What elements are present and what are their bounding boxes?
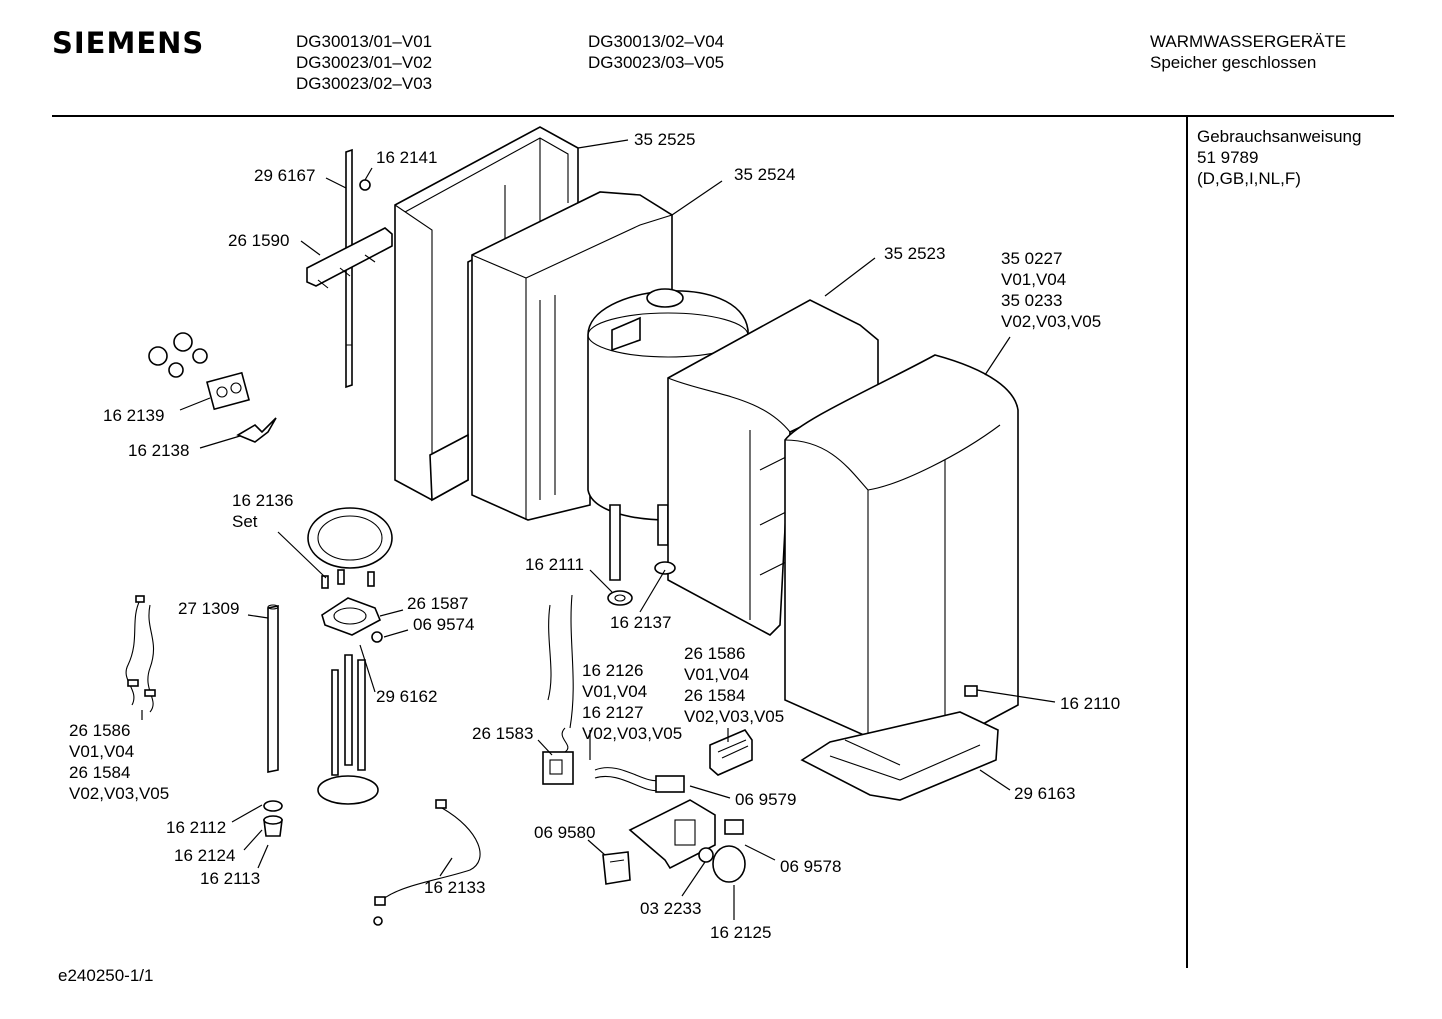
thermostat-drawing — [542, 594, 574, 785]
cable-harness-drawing — [125, 595, 156, 713]
part-label: 16 2141 — [376, 148, 437, 167]
part-label: 16 2136 — [232, 491, 293, 510]
part-label: 26 1590 — [228, 231, 289, 250]
part-label: V02,V03,V05 — [1001, 312, 1101, 331]
wall-bracket-drawing — [394, 126, 579, 502]
part-label: Set — [232, 512, 258, 531]
model-number: DG30013/01–V01 — [296, 32, 433, 51]
part-label: 16 2133 — [424, 878, 485, 897]
part-label: 16 2137 — [610, 613, 671, 632]
sensor-cable-drawing — [373, 799, 481, 926]
part-label: 16 2111 — [525, 555, 584, 574]
bottom-cover-drawing — [800, 711, 999, 801]
anode-rod-drawing — [263, 604, 283, 837]
part-label: 29 6163 — [1014, 784, 1075, 803]
part-label: 16 2110 — [1060, 694, 1120, 713]
part-label: 16 2124 — [174, 846, 235, 865]
part-label: 16 2126 — [582, 661, 643, 680]
model-list-1: DG30013/01–V01 DG30023/01–V02 DG30023/02… — [296, 31, 432, 94]
brand-logo: SIEMENS — [52, 26, 205, 60]
part-label: 27 1309 — [178, 599, 239, 618]
part-label: 35 2525 — [634, 130, 695, 149]
fittings-drawing — [148, 332, 277, 443]
model-number: DG30013/02–V04 — [588, 32, 725, 51]
document-code: e240250-1/1 — [58, 966, 154, 985]
sidebar-divider — [1186, 117, 1188, 968]
part-label: 16 2113 — [200, 869, 260, 888]
hanging-rail-drawing — [306, 148, 393, 389]
part-label: 35 0227 — [1001, 249, 1062, 268]
leader-lines — [141, 139, 1056, 920]
part-label: 06 9580 — [534, 823, 595, 842]
part-label: 26 1586 — [69, 721, 130, 740]
category-subtitle: Speicher geschlossen — [1150, 53, 1317, 72]
part-label: V01,V04 — [582, 682, 647, 701]
model-number: DG30023/02–V03 — [296, 74, 433, 93]
part-label: 16 2139 — [103, 406, 164, 425]
manual-languages: (D,GB,I,NL,F) — [1197, 169, 1301, 188]
part-label: V02,V03,V05 — [69, 784, 169, 803]
part-label: 26 1587 — [407, 594, 468, 613]
product-category: WARMWASSERGERÄTE Speicher geschlossen — [1150, 31, 1346, 73]
part-label: 29 6162 — [376, 687, 437, 706]
header-divider — [52, 115, 1394, 117]
part-label: 06 9574 — [413, 615, 474, 634]
part-label: 06 9579 — [735, 790, 796, 809]
part-label: V01,V04 — [69, 742, 134, 761]
part-label: 35 2524 — [734, 165, 795, 184]
part-label: 26 1586 — [684, 644, 745, 663]
part-label: 26 1583 — [472, 724, 533, 743]
manual-reference: Gebrauchsanweisung 51 9789 (D,GB,I,NL,F) — [1197, 126, 1361, 189]
part-label: 26 1584 — [69, 763, 130, 782]
manual-number: 51 9789 — [1197, 148, 1259, 167]
model-list-2: DG30013/02–V04 DG30023/03–V05 — [588, 31, 724, 73]
part-label: 26 1584 — [684, 686, 745, 705]
part-label: V02,V03,V05 — [582, 724, 682, 743]
part-label: V01,V04 — [1001, 270, 1066, 289]
model-number: DG30023/01–V02 — [296, 53, 433, 72]
part-label: 06 9578 — [780, 857, 841, 876]
outer-hood-drawing — [784, 354, 1019, 761]
category-title: WARMWASSERGERÄTE — [1150, 32, 1347, 51]
gaskets-drawing — [607, 561, 676, 606]
part-label: 16 2125 — [710, 923, 771, 942]
part-label: 35 0233 — [1001, 291, 1062, 310]
part-label: V02,V03,V05 — [684, 707, 784, 726]
manual-title: Gebrauchsanweisung — [1197, 127, 1362, 146]
part-label: 29 6167 — [254, 166, 315, 185]
part-label: 16 2127 — [582, 703, 643, 722]
heating-flange-drawing — [307, 507, 393, 805]
part-label: 16 2138 — [128, 441, 189, 460]
part-label: V01,V04 — [684, 665, 749, 684]
part-label: 16 2112 — [166, 818, 226, 837]
controls-drawing — [594, 729, 753, 885]
part-label: 35 2523 — [884, 244, 945, 263]
model-number: DG30023/03–V05 — [588, 53, 725, 72]
part-label: 03 2233 — [640, 899, 701, 918]
